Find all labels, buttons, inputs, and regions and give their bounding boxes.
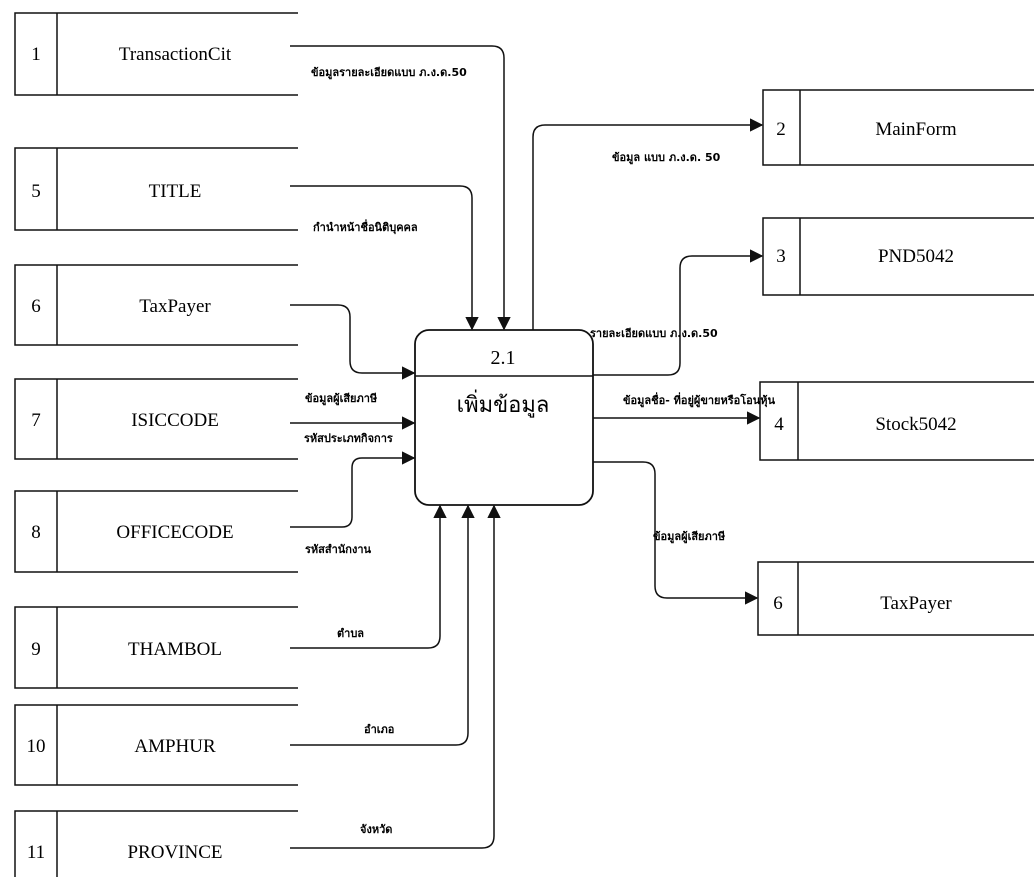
flow-isic: รหัสประเภทกิจการ <box>290 416 416 445</box>
flow-label: ข้อมูลผู้เสียภาษี <box>653 530 726 544</box>
store-name: ISICCODE <box>131 410 219 431</box>
store-name: OFFICECODE <box>116 522 233 543</box>
store-id: 1 <box>31 44 41 65</box>
flow-label: ตำบล <box>337 627 364 640</box>
flow-label: จังหวัด <box>360 823 392 836</box>
flow-label: รหัสสำนักงาน <box>305 543 371 556</box>
flow-thambol: ตำบล <box>290 504 447 649</box>
store-name: PROVINCE <box>127 842 222 863</box>
store-id: 2 <box>776 119 786 140</box>
store-transactioncit: 1 TransactionCit <box>14 12 298 96</box>
flow-province: จังหวัด <box>290 504 501 849</box>
flow-label: ข้อมูลชื่อ- ที่อยู่ผู้ขายหรือโอนหุ้น <box>623 392 776 408</box>
store-isiccode: 7 ISICCODE <box>14 378 298 460</box>
flow-label: รหัสประเภทกิจการ <box>304 432 393 445</box>
store-name: TaxPayer <box>139 296 211 317</box>
store-pnd5042: 3 PND5042 <box>762 217 1034 296</box>
flow-label: ข้อมูล แบบ ภ.ง.ด. 50 <box>612 151 721 165</box>
process-id: 2.1 <box>491 347 516 369</box>
store-id: 10 <box>27 736 46 757</box>
store-stock5042: 4 Stock5042 <box>759 381 1034 461</box>
store-id: 5 <box>31 181 41 202</box>
store-name: PND5042 <box>878 246 954 267</box>
flow-pnd: รายละเอียดแบบ ภ.ง.ด.50 <box>590 249 764 376</box>
flow-office: รหัสสำนักงาน <box>290 451 416 556</box>
store-taxpayer-source: 6 TaxPayer <box>14 264 298 346</box>
store-name: TITLE <box>149 181 202 202</box>
flow-label: ข้อมูลผู้เสียภาษี <box>305 392 378 406</box>
flow-amphur: อำเภอ <box>290 504 475 746</box>
store-officecode: 8 OFFICECODE <box>14 490 298 573</box>
store-id: 9 <box>31 639 41 660</box>
flow-title: กำนำหน้าชื่อนิติบุคคล <box>290 185 479 331</box>
flow-label: อำเภอ <box>364 723 394 736</box>
store-name: TaxPayer <box>880 593 952 614</box>
store-thambol: 9 THAMBOL <box>14 606 298 689</box>
process-2-1: 2.1 เพิ่มข้อมูล <box>414 329 594 506</box>
store-name: Stock5042 <box>875 414 956 435</box>
store-id: 6 <box>31 296 41 317</box>
store-taxpayer-target: 6 TaxPayer <box>757 561 1034 636</box>
flow-label: ข้อมูลรายละเอียดแบบ ภ.ง.ด.50 <box>311 66 467 80</box>
store-id: 6 <box>773 593 783 614</box>
process-name: เพิ่มข้อมูล <box>457 389 550 418</box>
store-title: 5 TITLE <box>14 147 298 231</box>
store-id: 3 <box>776 246 786 267</box>
flow-transaction: ข้อมูลรายละเอียดแบบ ภ.ง.ด.50 <box>290 45 511 331</box>
store-id: 11 <box>27 842 45 863</box>
store-id: 4 <box>774 414 784 435</box>
store-id: 8 <box>31 522 41 543</box>
store-name: THAMBOL <box>128 639 222 660</box>
flow-stock: ข้อมูลชื่อ- ที่อยู่ผู้ขายหรือโอนหุ้น <box>593 392 776 425</box>
store-id: 7 <box>31 410 41 431</box>
store-mainform: 2 MainForm <box>762 89 1034 166</box>
flow-label: กำนำหน้าชื่อนิติบุคคล <box>313 219 418 235</box>
store-amphur: 10 AMPHUR <box>14 704 298 786</box>
store-province: 11 PROVINCE <box>14 810 298 877</box>
flow-taxpayer-in: ข้อมูลผู้เสียภาษี <box>290 304 416 406</box>
flow-label: รายละเอียดแบบ ภ.ง.ด.50 <box>590 327 718 340</box>
store-name: AMPHUR <box>134 736 216 757</box>
flow-mainform: ข้อมูล แบบ ภ.ง.ด. 50 <box>532 118 764 330</box>
store-name: TransactionCit <box>119 44 232 65</box>
store-name: MainForm <box>875 119 957 140</box>
flow-taxpayer-out: ข้อมูลผู้เสียภาษี <box>593 461 759 605</box>
